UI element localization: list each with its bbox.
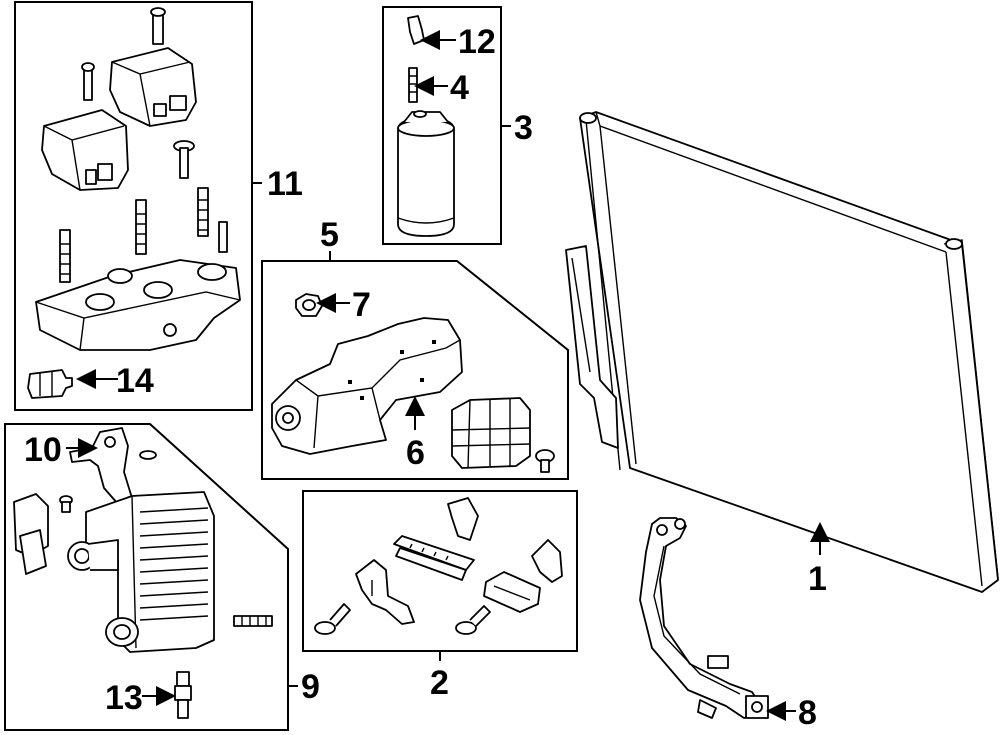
- callout-14: 14: [76, 362, 154, 400]
- callout-label-7: 7: [352, 286, 371, 324]
- callout-label-1: 1: [808, 560, 827, 598]
- callout-label-5: 5: [320, 216, 339, 254]
- callout-10: 10: [24, 431, 98, 469]
- callout-label-14: 14: [116, 362, 154, 400]
- callout-2: 2: [430, 664, 449, 702]
- callout-6: 6: [405, 396, 425, 472]
- group-box-5: [261, 251, 569, 480]
- callout-11: 11: [267, 165, 303, 203]
- callout-label-10: 10: [24, 431, 62, 469]
- group-box-2: [302, 490, 578, 661]
- callout-label-13: 13: [105, 679, 143, 717]
- callout-label-3: 3: [514, 109, 533, 147]
- callout-label-8: 8: [798, 694, 817, 732]
- callout-4: 4: [414, 69, 469, 107]
- bracket-illustration: [271, 293, 555, 473]
- callout-label-6: 6: [406, 434, 425, 472]
- callout-9: 9: [301, 668, 320, 706]
- condenser-illustration: [565, 111, 999, 593]
- receiver-drier-illustration: [397, 15, 455, 237]
- group-box-11: [14, 1, 262, 411]
- callout-label-12: 12: [458, 23, 496, 61]
- callout-8: 8: [766, 694, 817, 732]
- callout-label-9: 9: [301, 668, 320, 706]
- callout-12: 12: [420, 23, 496, 61]
- callout-5: 5: [320, 216, 339, 254]
- callout-3: 3: [514, 109, 533, 147]
- callout-7: 7: [316, 286, 371, 324]
- callout-1: 1: [808, 522, 830, 598]
- group-box-3: [382, 6, 511, 245]
- oil-cooler-illustration: [13, 427, 273, 719]
- compressor-parts-illustration: [27, 7, 241, 399]
- hose-assembly-illustration: [639, 517, 769, 719]
- callout-13: 13: [105, 679, 176, 717]
- callout-label-4: 4: [450, 69, 469, 107]
- callout-label-11: 11: [267, 165, 303, 203]
- callout-label-2: 2: [430, 664, 449, 702]
- group-box-9: [4, 423, 298, 731]
- mounting-kit-illustration: [314, 497, 563, 635]
